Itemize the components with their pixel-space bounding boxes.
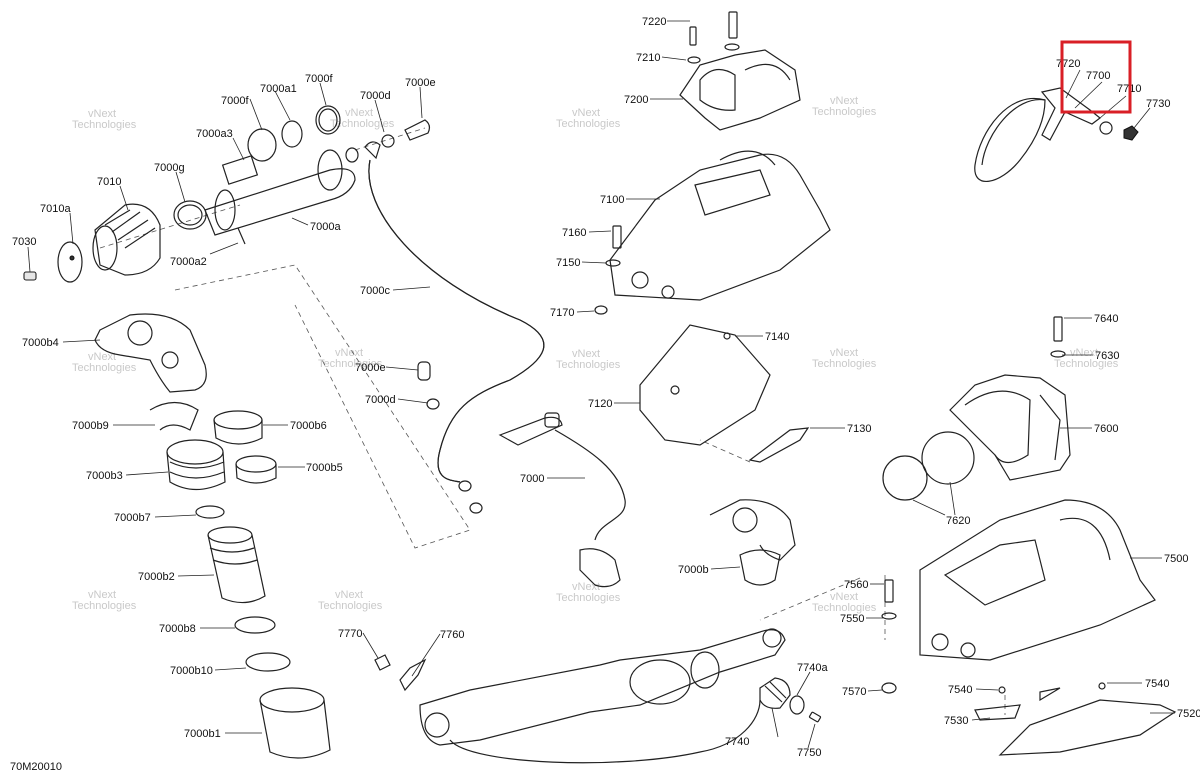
watermark-line1: vNext xyxy=(88,589,116,601)
part-label: 7000g xyxy=(154,162,185,174)
leader-lines xyxy=(27,20,1175,749)
part-label: 7000e xyxy=(355,362,386,374)
part-label: 7000c xyxy=(360,285,390,297)
part-label: 7000b10 xyxy=(170,665,213,677)
watermark-line1: vNext xyxy=(1070,347,1098,359)
part-label: 7000a3 xyxy=(196,128,233,140)
part-label: 7760 xyxy=(440,629,464,641)
watermark-line1: vNext xyxy=(830,95,858,107)
watermark-line1: vNext xyxy=(335,347,363,359)
part-label: 7000b5 xyxy=(306,462,343,474)
part-label: 7130 xyxy=(847,423,871,435)
shock-body-assembly xyxy=(94,313,331,759)
part-label: 7620 xyxy=(946,515,970,527)
watermark-line2: Technologies xyxy=(330,118,395,130)
watermark-line1: vNext xyxy=(572,107,600,119)
part-label: 7000b xyxy=(678,564,709,576)
part-label: 7140 xyxy=(765,331,789,343)
part-label: 7150 xyxy=(556,257,580,269)
part-label: 7000b2 xyxy=(138,571,175,583)
part-label: 7740a xyxy=(797,662,828,674)
watermark-line2: Technologies xyxy=(812,106,877,118)
part-label: 7750 xyxy=(797,747,821,759)
lower-shock-assembly xyxy=(374,628,822,764)
watermark-line1: vNext xyxy=(572,348,600,360)
part-label: 7000a2 xyxy=(170,256,207,268)
part-label: 7540 xyxy=(948,684,972,696)
part-label: 7520 xyxy=(1177,708,1200,720)
part-label: 7630 xyxy=(1095,350,1119,362)
watermark-line2: Technologies xyxy=(318,358,383,370)
part-label: 7210 xyxy=(636,52,660,64)
part-label: 7160 xyxy=(562,227,586,239)
part-label: 7570 xyxy=(842,686,866,698)
part-label: 7000b1 xyxy=(184,728,221,740)
watermark-line2: Technologies xyxy=(556,592,621,604)
part-label: 7540 xyxy=(1145,678,1169,690)
part-label: 7640 xyxy=(1094,313,1118,325)
center-shock-assembly xyxy=(498,412,796,588)
tether-assembly-7700 xyxy=(974,87,1139,182)
watermark-line2: Technologies xyxy=(72,119,137,131)
part-label: 7000f xyxy=(305,73,333,85)
watermark-line2: Technologies xyxy=(812,358,877,370)
watermark-line1: vNext xyxy=(830,347,858,359)
reservoir-assembly xyxy=(23,105,545,514)
part-label: 7120 xyxy=(588,398,612,410)
watermark-line2: Technologies xyxy=(72,362,137,374)
part-label: 7200 xyxy=(624,94,648,106)
part-label: 7000b8 xyxy=(159,623,196,635)
part-label: 7220 xyxy=(642,16,666,28)
console-assembly-7100 xyxy=(594,11,831,463)
part-label: 7000a xyxy=(310,221,341,233)
part-label: 7000e xyxy=(405,77,436,89)
part-label: 7000b4 xyxy=(22,337,59,349)
watermark-line1: vNext xyxy=(335,589,363,601)
part-label: 7000 xyxy=(520,473,544,485)
part-label: 7170 xyxy=(550,307,574,319)
part-label: 7000b7 xyxy=(114,512,151,524)
part-label: 7600 xyxy=(1094,423,1118,435)
part-label: 7730 xyxy=(1146,98,1170,110)
part-label: 7000f xyxy=(221,95,249,107)
watermark-line2: Technologies xyxy=(1054,358,1119,370)
watermark-line1: vNext xyxy=(88,108,116,120)
console-assembly-7500 xyxy=(881,316,1177,756)
watermarks: vNext Technologies vNext Technologies vN… xyxy=(72,95,1119,614)
part-label: 7000a1 xyxy=(260,83,297,95)
watermark-line2: Technologies xyxy=(72,600,137,612)
part-label: 7560 xyxy=(844,579,868,591)
watermark-line1: vNext xyxy=(345,107,373,119)
part-label: 7000d xyxy=(365,394,396,406)
part-label: 7740 xyxy=(725,736,749,748)
watermark-line1: vNext xyxy=(830,591,858,603)
part-label: 7700 xyxy=(1086,70,1110,82)
part-label: 7770 xyxy=(338,628,362,640)
part-label: 7030 xyxy=(12,236,36,248)
part-label: 7100 xyxy=(600,194,624,206)
watermark-line2: Technologies xyxy=(812,602,877,614)
part-label: 7010 xyxy=(97,176,121,188)
part-label: 7530 xyxy=(944,715,968,727)
part-label: 7000b3 xyxy=(86,470,123,482)
watermark-line2: Technologies xyxy=(318,600,383,612)
part-label: 7000b9 xyxy=(72,420,109,432)
diagram-code: 70M20010 xyxy=(10,761,62,773)
watermark-line2: Technologies xyxy=(556,118,621,130)
part-label: 7500 xyxy=(1164,553,1188,565)
part-label: 7010a xyxy=(40,203,71,215)
highlight-box xyxy=(1060,40,1132,114)
part-label: 7000d xyxy=(360,90,391,102)
part-labels: 7000f 7000a1 7000f 7000d 7000e 7000a3 70… xyxy=(10,16,1200,773)
part-label: 7550 xyxy=(840,613,864,625)
part-label: 7720 xyxy=(1056,58,1080,70)
watermark-line1: vNext xyxy=(572,581,600,593)
watermark-line1: vNext xyxy=(88,351,116,363)
watermark-line2: Technologies xyxy=(556,359,621,371)
part-label: 7000b6 xyxy=(290,420,327,432)
